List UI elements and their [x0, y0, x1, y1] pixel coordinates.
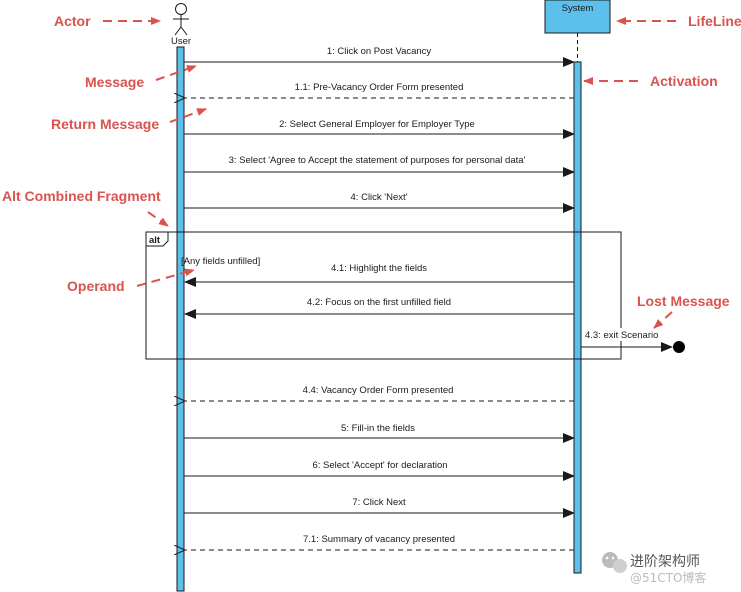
- alt-fragment-frame: [145, 231, 622, 360]
- callout-activation: Activation: [583, 73, 718, 89]
- watermark-brand: 进阶架构师: [630, 554, 700, 570]
- actor-label: User: [171, 36, 191, 47]
- callout-lifeline: LifeLine: [616, 13, 741, 29]
- watermark-site: @51CTO博客: [630, 570, 706, 585]
- actor-icon: [173, 3, 189, 36]
- callout-alt-fragment: Alt Combined Fragment: [2, 188, 169, 227]
- message-2-label: 2: Select General Employer for Employer …: [279, 119, 475, 130]
- message-4-4-label: 4.4: Vacancy Order Form presented: [303, 385, 454, 396]
- message-7-1-label: 7.1: Summary of vacancy presented: [303, 534, 455, 545]
- system-label: System: [562, 3, 594, 14]
- callout-activation-label: Activation: [650, 73, 718, 89]
- system-activation-bar: [573, 61, 582, 574]
- lost-message-endpoint: [673, 341, 685, 353]
- callout-return-message: Return Message: [51, 108, 207, 132]
- callout-actor-label: Actor: [54, 13, 91, 29]
- message-3-label: 3: Select 'Agree to Accept the statement…: [229, 155, 526, 166]
- callout-message: Message: [85, 65, 197, 90]
- message-4-label: 4: Click 'Next': [351, 192, 408, 203]
- callout-lifeline-label: LifeLine: [688, 13, 741, 29]
- message-5-label: 5: Fill-in the fields: [341, 423, 415, 434]
- callout-lost-message-label: Lost Message: [637, 293, 730, 309]
- message-1-1-label: 1.1: Pre-Vacancy Order Form presented: [295, 82, 464, 93]
- alt-fragment-tag-box: [145, 231, 169, 247]
- wechat-icon: [602, 552, 627, 573]
- system-lifeline-head: [544, 0, 611, 34]
- callout-alt-fragment-label: Alt Combined Fragment: [2, 188, 161, 204]
- message-4-1-label: 4.1: Highlight the fields: [331, 263, 427, 274]
- message-4-3-label: 4.3: exit Scenario: [585, 330, 658, 341]
- message-4-2-label: 4.2: Focus on the first unfilled field: [307, 297, 451, 308]
- callout-message-label: Message: [85, 74, 144, 90]
- message-4-3-label-bg: [582, 328, 666, 341]
- message-7-label: 7: Click Next: [352, 497, 406, 508]
- callout-return-message-label: Return Message: [51, 116, 159, 132]
- callout-operand-label: Operand: [67, 278, 125, 294]
- watermark: 进阶架构师 @51CTO博客: [602, 552, 706, 585]
- message-1-label: 1: Click on Post Vacancy: [327, 46, 432, 57]
- callout-operand: Operand: [67, 268, 195, 294]
- callout-lost-message: Lost Message: [637, 293, 730, 329]
- message-6-label: 6: Select 'Accept' for declaration: [312, 460, 447, 471]
- callout-actor: Actor: [54, 13, 161, 29]
- alt-fragment-guard: [Any fields unfilled]: [181, 256, 260, 267]
- user-activation-bar: [176, 46, 185, 592]
- alt-fragment-tag: alt: [149, 235, 161, 246]
